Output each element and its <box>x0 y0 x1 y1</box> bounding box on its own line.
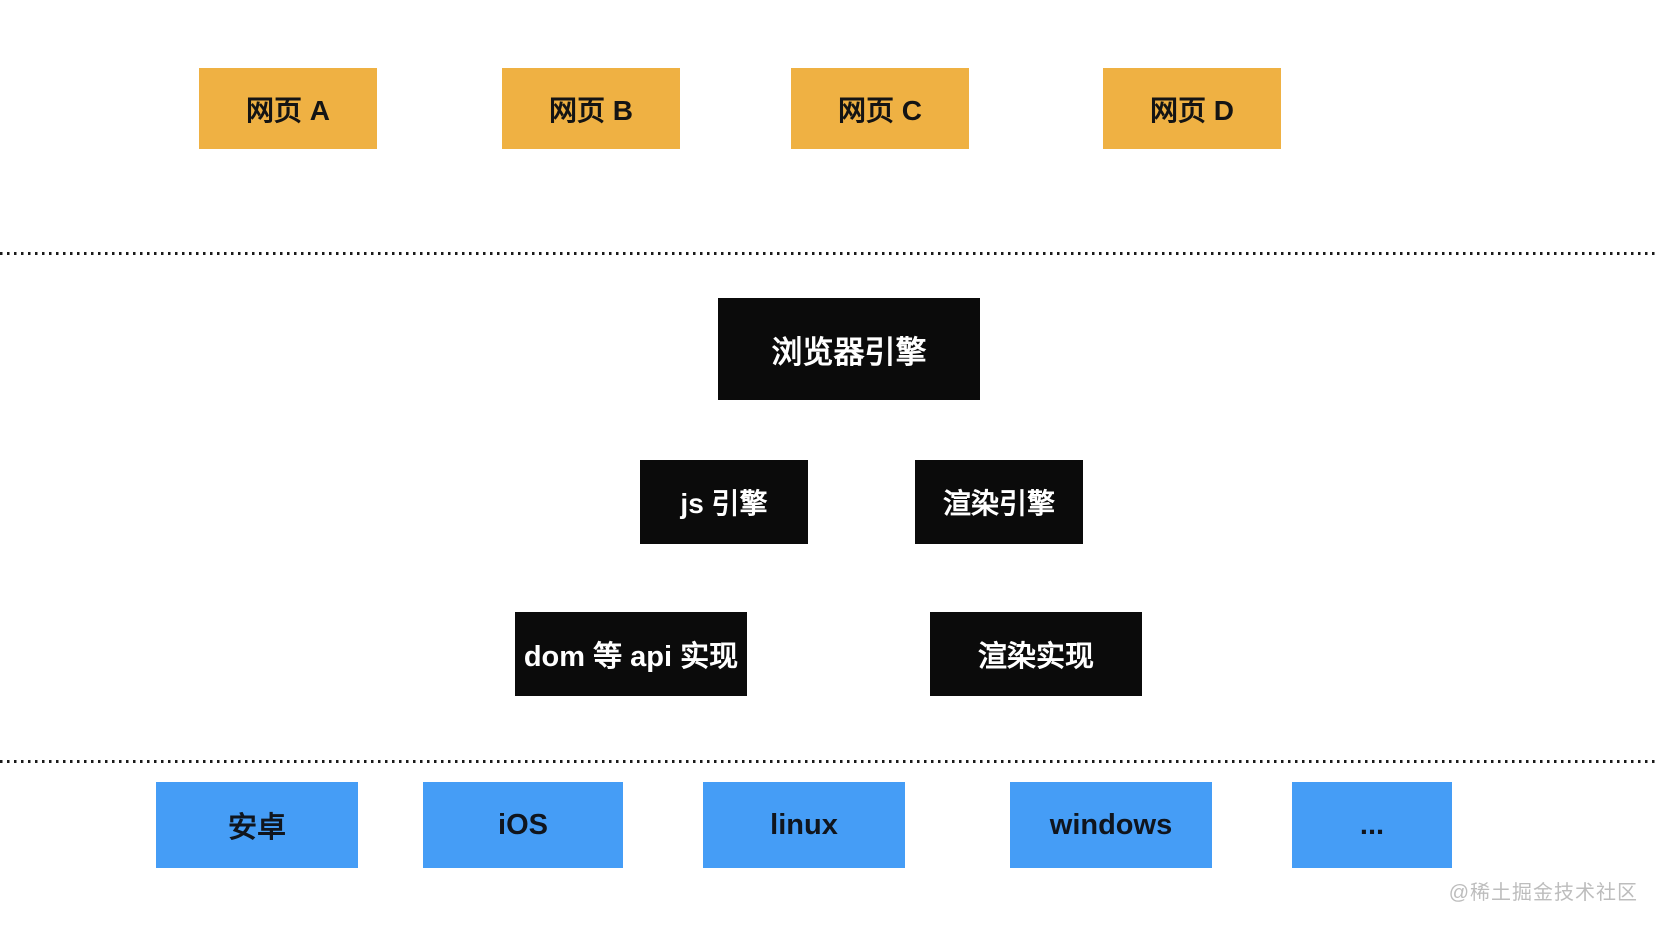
webpage-a-box: 网页 A <box>199 68 377 149</box>
webpage-d-box: 网页 D <box>1103 68 1281 149</box>
platform-android-box: 安卓 <box>156 782 358 868</box>
watermark: @稀土掘金技术社区 <box>1448 882 1638 904</box>
webpage-c-label: 网页 C <box>837 94 922 126</box>
browser-engine-box: 浏览器引擎 <box>718 298 980 400</box>
platform-windows-label: windows <box>1049 808 1173 841</box>
render-engine-label: 渲染引擎 <box>942 488 1055 519</box>
platform-ios-label: iOS <box>498 808 548 841</box>
webpage-b-box: 网页 B <box>502 68 680 149</box>
platform-ellipsis-label: ... <box>1359 808 1385 841</box>
render-engine-box: 渲染引擎 <box>915 460 1083 544</box>
webpage-b-label: 网页 B <box>548 94 633 126</box>
platform-linux-label: linux <box>770 808 838 841</box>
render-impl-box: 渲染实现 <box>930 612 1142 696</box>
render-impl-label: 渲染实现 <box>977 641 1094 673</box>
webpage-a-label: 网页 A <box>245 94 330 126</box>
js-engine-box: js 引擎 <box>640 460 808 544</box>
webpage-c-box: 网页 C <box>791 68 969 149</box>
platform-android-label: 安卓 <box>227 812 286 844</box>
js-engine-label: js 引擎 <box>680 488 768 519</box>
platform-ellipsis-box: ... <box>1292 782 1452 868</box>
platform-ios-box: iOS <box>423 782 623 868</box>
browser-engine-label: 浏览器引擎 <box>771 334 927 370</box>
webpage-d-label: 网页 D <box>1149 94 1234 126</box>
separator-top <box>0 252 1656 255</box>
separator-bottom <box>0 760 1656 763</box>
dom-api-impl-label: dom 等 api 实现 <box>523 641 739 673</box>
dom-api-impl-box: dom 等 api 实现 <box>515 612 747 696</box>
platform-windows-box: windows <box>1010 782 1212 868</box>
platform-linux-box: linux <box>703 782 905 868</box>
